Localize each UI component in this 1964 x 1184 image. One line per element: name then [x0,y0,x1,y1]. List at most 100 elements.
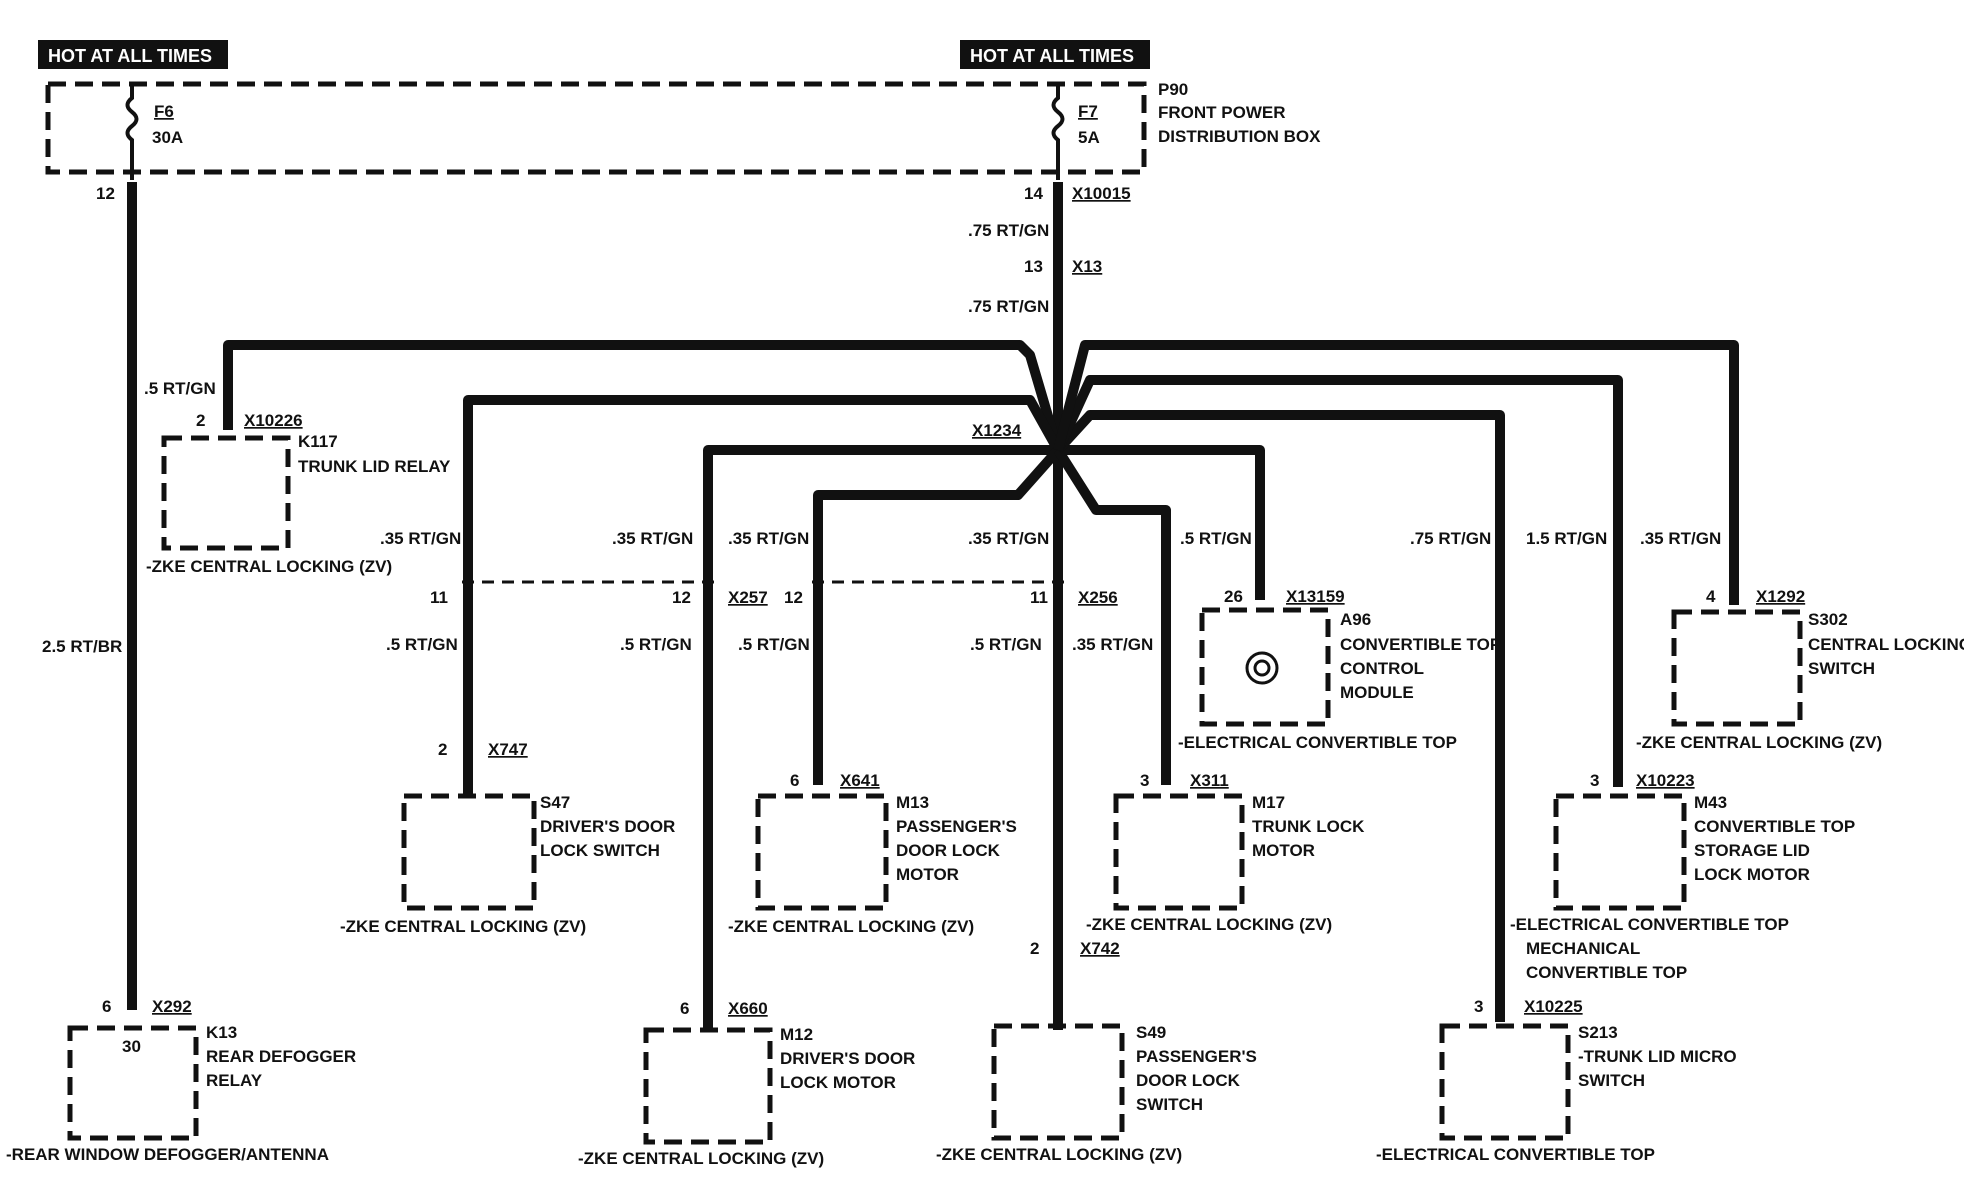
wire-to-m17 [1053,447,1171,785]
m13-id: M13 [896,793,929,812]
k13-term: 30 [122,1037,141,1056]
wire-to-s302 [1053,340,1739,605]
m12-motor-box [643,1027,773,1145]
k13-line2: RELAY [206,1071,263,1090]
a96-pin: 26 [1224,587,1243,606]
a96-module-icon [1245,651,1279,685]
s49-line3: SWITCH [1136,1095,1203,1114]
s47-system: -ZKE CENTRAL LOCKING (ZV) [340,917,586,936]
s302-system: -ZKE CENTRAL LOCKING (ZV) [1636,733,1882,752]
m43-system1: -ELECTRICAL CONVERTIBLE TOP [1510,915,1789,934]
k117-name: TRUNK LID RELAY [298,457,451,476]
conn-x13: X13 [1072,257,1102,276]
wire-label-2-5-rt-br: 2.5 RT/BR [42,637,122,656]
a96-module-icon-inner [1253,659,1271,677]
wire-label-main-2: .75 RT/GN [968,297,1049,316]
conn-x311: X311 [1190,771,1229,790]
m13-line2: DOOR LOCK [896,841,1001,860]
s302-switch-box [1671,609,1803,727]
m12-line2: LOCK MOTOR [780,1073,896,1092]
m13-system: -ZKE CENTRAL LOCKING (ZV) [728,917,974,936]
wire-label-main-1: .75 RT/GN [968,221,1049,240]
m17-id: M17 [1252,793,1285,812]
wire-label-m12-lower: .5 RT/GN [620,635,692,654]
k117-pin: 2 [196,411,205,430]
x742-pin: 2 [1030,939,1039,958]
x256-pin-a: 12 [784,588,803,607]
s47-pin: 2 [438,740,447,759]
wire-label-s213-upper: .75 RT/GN [1410,529,1491,548]
conn-x10223: X10223 [1636,771,1695,790]
conn-x641: X641 [840,771,880,790]
s49-id: S49 [1136,1023,1166,1042]
fuse-f7-pin: 14 [1024,184,1043,203]
splice-label: X1234 [972,421,1022,440]
wire-label-m43-upper: 1.5 RT/GN [1526,529,1607,548]
conn-x13159: X13159 [1286,587,1345,606]
a96-system: -ELECTRICAL CONVERTIBLE TOP [1178,733,1457,752]
k13-pin: 6 [102,997,111,1016]
m43-system2: MECHANICAL [1526,939,1640,958]
conn-x660: X660 [728,999,768,1018]
m43-line3: LOCK MOTOR [1694,865,1810,884]
s49-line1: PASSENGER'S [1136,1047,1257,1066]
wire-label-s302-upper: .35 RT/GN [1640,529,1721,548]
wire-label-m17-lower: .35 RT/GN [1072,635,1153,654]
s49-system: -ZKE CENTRAL LOCKING (ZV) [936,1145,1182,1164]
a96-line1: CONVERTIBLE TOP [1340,635,1501,654]
box-line2: DISTRIBUTION BOX [1158,127,1321,146]
wire-to-m43 [1053,375,1623,787]
k13-system: -REAR WINDOW DEFOGGER/ANTENNA [6,1145,329,1164]
fuse-f6-name: F6 [154,102,174,121]
k13-id: K13 [206,1023,237,1042]
k117-wire-label: .5 RT/GN [144,379,216,398]
wire-to-a96 [1058,445,1265,600]
k117-system: -ZKE CENTRAL LOCKING (ZV) [146,557,392,576]
a96-module-box [1199,607,1331,727]
a96-line3: MODULE [1340,683,1414,702]
power-distribution-box [45,81,1147,175]
wire-to-s213 [1054,410,1505,1022]
m43-line2: STORAGE LID [1694,841,1810,860]
m17-line2: MOTOR [1252,841,1315,860]
wire-to-s47 [463,395,1063,795]
m13-line3: MOTOR [896,865,959,884]
fuse-f7-rating: 5A [1078,128,1100,147]
k117-relay-box [161,435,291,551]
conn-x10015: X10015 [1072,184,1131,203]
m17-system: -ZKE CENTRAL LOCKING (ZV) [1086,915,1332,934]
m17-motor-box [1113,793,1245,911]
hot-label-right: HOT AT ALL TIMES [970,46,1134,66]
hot-label-left-bg [38,40,228,69]
wire-label-s49-upper: .35 RT/GN [968,529,1049,548]
fuse-f7-name: F7 [1078,102,1098,121]
conn-x1292: X1292 [1756,587,1805,606]
s213-id: S213 [1578,1023,1618,1042]
x13-pin: 13 [1024,257,1043,276]
conn-x10225: X10225 [1524,997,1583,1016]
s49-switch-box [991,1023,1125,1141]
wire-to-k117 [223,340,1063,452]
s47-id: S47 [540,793,570,812]
conn-x747: X747 [488,740,528,759]
wire-label-s49-lower: .5 RT/GN [970,635,1042,654]
m12-line1: DRIVER'S DOOR [780,1049,915,1068]
fuse-f7-symbol [1051,84,1065,180]
k13-line1: REAR DEFOGGER [206,1047,356,1066]
conn-x10226: X10226 [244,411,303,430]
m43-id: M43 [1694,793,1727,812]
x257-pin-b: 12 [672,588,691,607]
s47-line2: LOCK SWITCH [540,841,660,860]
wire-label-m12-upper: .35 RT/GN [612,529,693,548]
m43-system3: CONVERTIBLE TOP [1526,963,1687,982]
m17-pin: 3 [1140,771,1149,790]
fuse-f6-pin: 12 [96,184,115,203]
conn-x257: X257 [728,588,768,607]
m12-id: M12 [780,1025,813,1044]
s47-line1: DRIVER'S DOOR [540,817,675,836]
m43-line1: CONVERTIBLE TOP [1694,817,1855,836]
m13-motor-box [755,793,889,911]
s213-pin: 3 [1474,997,1483,1016]
a96-id: A96 [1340,610,1371,629]
